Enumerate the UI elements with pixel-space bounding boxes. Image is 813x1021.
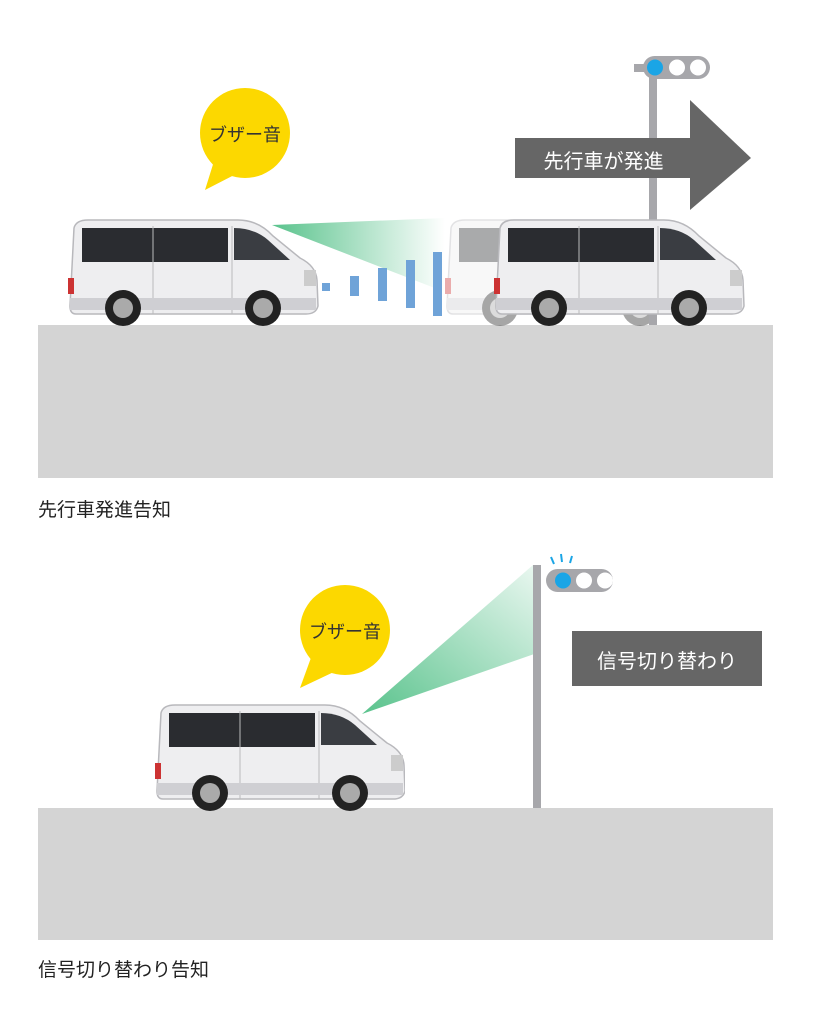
signal-light-blue-icon: [555, 572, 571, 589]
road-1: [38, 325, 773, 478]
caption-2: 信号切り替わり告知: [38, 959, 210, 981]
own-van-2: [155, 704, 405, 811]
caption-1: 先行車発進告知: [38, 499, 172, 521]
lead-car-start-label: 先行車が発進: [543, 149, 664, 173]
signal-pole-1: [649, 58, 657, 325]
road-2: [38, 808, 773, 940]
own-van-1: [67, 219, 319, 326]
speech-bubble-2: [300, 585, 390, 675]
signal-flash-icon: [550, 553, 573, 565]
speech-bubble-1: [200, 88, 290, 178]
sound-waves: [322, 252, 442, 316]
buzzer-label-2: ブザー音: [309, 622, 381, 643]
sensor-beam-1: [272, 218, 445, 292]
signal-change-sign: [572, 631, 762, 686]
lead-van: [493, 219, 745, 326]
signal-change-label: 信号切り替わり: [597, 649, 737, 673]
signal-light-blue-icon: [647, 59, 663, 76]
arrow-right-icon: [515, 100, 751, 210]
buzzer-label-1: ブザー音: [209, 125, 281, 146]
sensor-beam-2: [362, 565, 540, 714]
signal-pole-2: [533, 565, 541, 808]
